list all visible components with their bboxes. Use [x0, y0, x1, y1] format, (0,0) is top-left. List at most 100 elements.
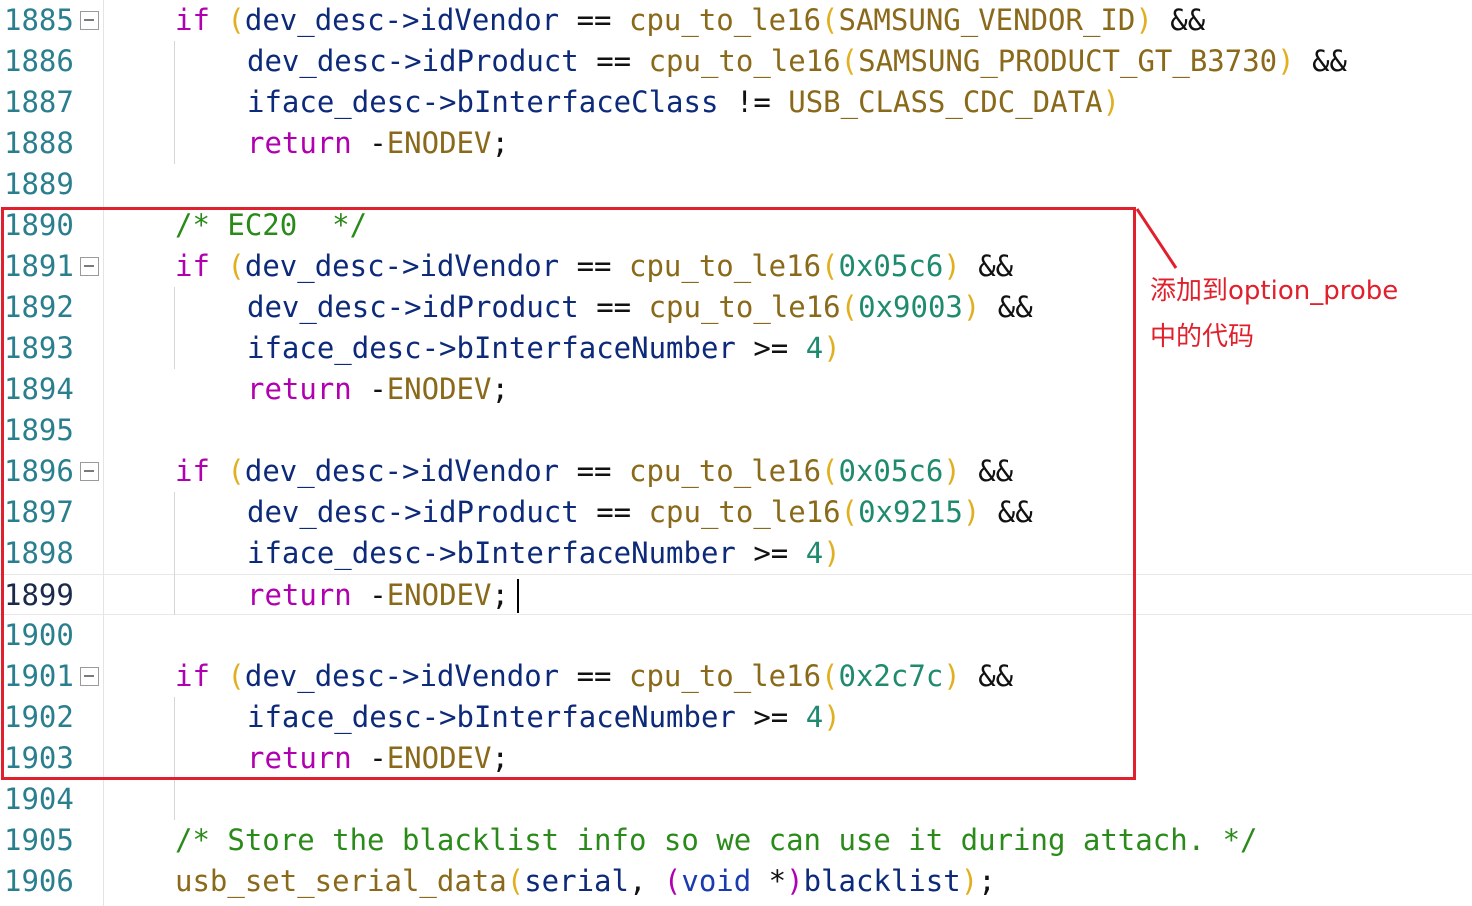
code-text: if (dev_desc->idVendor == cpu_to_le16(0x… — [175, 656, 1013, 697]
code-token: >= — [735, 331, 806, 365]
code-text: dev_desc->idProduct == cpu_to_le16(SAMSU… — [247, 41, 1347, 82]
code-line[interactable]: 1900 — [0, 615, 1472, 656]
code-token: blacklist — [803, 864, 961, 898]
code-text: return -ENODEV; — [247, 369, 509, 410]
code-text: if (dev_desc->idVendor == cpu_to_le16(SA… — [175, 0, 1205, 41]
code-token: iface_desc->bInterfaceNumber — [247, 331, 736, 365]
code-line[interactable]: 1890/* EC20 */ — [0, 205, 1472, 246]
code-token: iface_desc->bInterfaceNumber — [247, 700, 736, 734]
code-token: ( — [821, 249, 839, 283]
code-token: 0x05c6 — [838, 454, 944, 488]
code-text: dev_desc->idProduct == cpu_to_le16(0x900… — [247, 287, 1033, 328]
line-number: 1887 — [4, 85, 74, 119]
pointer-line — [1135, 208, 1178, 269]
code-token: ( — [821, 659, 839, 693]
code-token: && — [960, 249, 1014, 283]
code-line[interactable]: 1904 — [0, 779, 1472, 820]
indent-guide — [174, 287, 175, 369]
line-number: 1901 — [4, 659, 74, 693]
fold-toggle-icon[interactable] — [80, 667, 99, 686]
code-token: ( — [821, 3, 839, 37]
code-token: ) — [823, 331, 841, 365]
code-token: ; — [978, 864, 996, 898]
code-token: SAMSUNG_VENDOR_ID — [838, 3, 1136, 37]
code-token: ( — [227, 659, 245, 693]
code-line[interactable]: 1889 — [0, 164, 1472, 205]
code-token: 0x9215 — [858, 495, 963, 529]
code-token: if — [175, 454, 210, 488]
line-number: 1896 — [4, 454, 74, 488]
code-token: ( — [227, 454, 245, 488]
code-token: serial — [524, 864, 629, 898]
highlight-box — [1, 207, 1136, 780]
code-token: ( — [821, 454, 839, 488]
code-token: && — [960, 454, 1014, 488]
code-line[interactable]: 1891 if (dev_desc->idVendor == cpu_to_le1… — [0, 246, 1472, 287]
code-token: ) — [823, 536, 841, 570]
code-text: iface_desc->bInterfaceNumber >= 4) — [247, 533, 841, 574]
line-number: 1904 — [4, 782, 74, 816]
indent-guide — [174, 492, 175, 615]
code-token: ; — [491, 741, 509, 775]
line-number: 1890 — [4, 208, 74, 242]
code-text: return -ENODEV; — [247, 738, 509, 779]
code-token: dev_desc->idVendor — [244, 454, 560, 488]
annotation-line-2: 中的代码 — [1150, 322, 1255, 352]
code-token: dev_desc->idProduct — [247, 44, 579, 78]
code-token: 4 — [805, 331, 824, 365]
code-token: /* Store the blacklist info so we can us… — [175, 823, 1258, 857]
code-text: iface_desc->bInterfaceNumber >= 4) — [247, 697, 841, 738]
code-token: == — [578, 44, 649, 78]
fold-toggle-icon[interactable] — [80, 11, 99, 30]
code-line[interactable]: 1895 — [0, 410, 1472, 451]
fold-toggle-icon[interactable] — [80, 462, 99, 481]
code-token: 0x9003 — [858, 290, 963, 324]
code-token: dev_desc->idProduct — [247, 495, 579, 529]
code-text: if (dev_desc->idVendor == cpu_to_le16(0x… — [175, 246, 1013, 287]
code-token: cpu_to_le16 — [648, 290, 841, 324]
code-token: SAMSUNG_PRODUCT_GT_B3730 — [858, 44, 1278, 78]
line-number: 1891 — [4, 249, 74, 283]
code-line[interactable]: 1901 if (dev_desc->idVendor == cpu_to_le1… — [0, 656, 1472, 697]
code-token: - — [351, 741, 387, 775]
code-token: ( — [840, 495, 859, 529]
code-token: ( — [227, 3, 245, 37]
code-text: return -ENODEV; — [247, 123, 509, 164]
line-number: 1905 — [4, 823, 74, 857]
code-line[interactable]: 1905 /* Store the blacklist info so we ca… — [0, 820, 1472, 861]
fold-toggle-icon[interactable] — [80, 257, 99, 276]
line-number: 1894 — [4, 372, 74, 406]
code-token: && — [980, 495, 1033, 529]
code-token: ( — [506, 864, 525, 898]
code-line[interactable]: 1894 return -ENODEV; — [0, 369, 1472, 410]
line-number: 1895 — [4, 413, 74, 447]
code-token: * — [751, 864, 787, 898]
code-token: - — [351, 578, 387, 612]
code-token: dev_desc->idVendor — [244, 3, 560, 37]
line-number: 1899 — [4, 578, 74, 612]
code-token: ) — [1135, 3, 1153, 37]
code-token: ( — [663, 864, 682, 898]
line-number: 1900 — [4, 618, 74, 652]
code-text: if (dev_desc->idVendor == cpu_to_le16(0x… — [175, 451, 1013, 492]
gutter-divider — [103, 0, 104, 906]
code-token: ENODEV — [386, 372, 492, 406]
code-token: cpu_to_le16 — [628, 249, 822, 283]
code-token: , — [628, 864, 664, 898]
code-token: 4 — [805, 700, 824, 734]
code-line[interactable]: 1896 if (dev_desc->idVendor == cpu_to_le1… — [0, 451, 1472, 492]
